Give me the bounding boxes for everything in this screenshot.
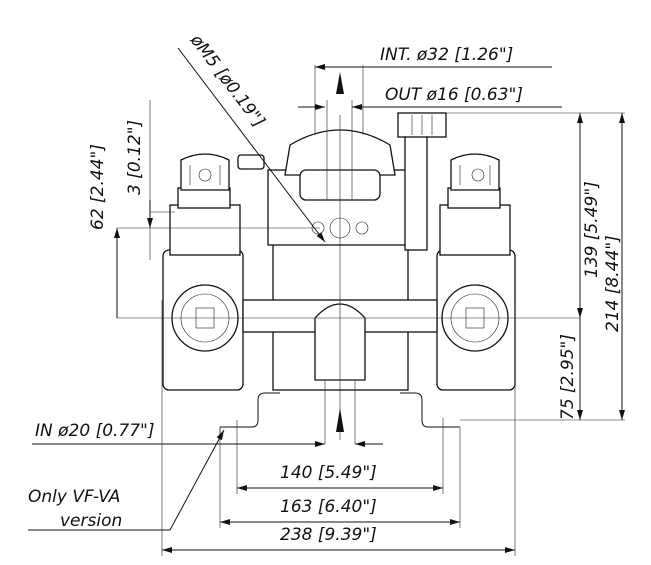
height-62-label: 62 [2.44"] bbox=[88, 144, 108, 230]
dim-140: 140 [5.49"] bbox=[236, 418, 444, 494]
height-214-label: 214 [8.44"] bbox=[603, 235, 623, 332]
dim-139: 139 [5.49"] bbox=[446, 112, 625, 318]
height-3-label: 3 [0.12"] bbox=[125, 120, 145, 195]
width-140-label: 140 [5.49"] bbox=[280, 463, 377, 483]
dim-3: 3 [0.12"] bbox=[125, 100, 175, 260]
right-knob bbox=[450, 153, 500, 191]
height-75-label: 75 [2.95"] bbox=[558, 334, 578, 420]
dim-75: 75 [2.95"] bbox=[460, 318, 625, 421]
dim-214: 214 [8.44"] bbox=[603, 113, 625, 420]
width-238-label: 238 [9.39"] bbox=[280, 525, 377, 545]
note-line-2: version bbox=[60, 511, 122, 531]
dim-238: 238 [9.39"] bbox=[161, 300, 516, 556]
in-dimension: IN ø20 [0.77"] bbox=[32, 380, 383, 447]
right-foot bbox=[400, 392, 460, 428]
thread-label: øM5 [ø0.19"] bbox=[185, 30, 268, 131]
right-valve-body bbox=[439, 204, 511, 256]
height-139-label: 139 [5.49"] bbox=[582, 181, 602, 278]
note-line-1: Only VF-VA bbox=[28, 487, 120, 507]
left-foot bbox=[220, 392, 280, 428]
dim-62: 62 [2.44"] bbox=[88, 144, 120, 318]
int-diameter-label: INT. ø32 [1.26"] bbox=[380, 45, 513, 65]
pump-body bbox=[162, 112, 516, 435]
version-note: Only VF-VA version bbox=[28, 429, 225, 531]
width-163-label: 163 [6.40"] bbox=[280, 497, 377, 517]
left-valve-body bbox=[169, 204, 241, 256]
outlet-pipe bbox=[404, 134, 428, 251]
in-diameter-label: IN ø20 [0.77"] bbox=[35, 421, 155, 441]
out-diameter-label: OUT ø16 [0.63"] bbox=[385, 85, 523, 105]
int-dimension: INT. ø32 [1.26"] bbox=[314, 45, 552, 135]
dim-163: 163 [6.40"] bbox=[219, 427, 461, 528]
left-knob bbox=[180, 153, 230, 191]
left-valve-collar bbox=[177, 187, 231, 209]
out-dimension: OUT ø16 [0.63"] bbox=[298, 85, 562, 200]
centerlines bbox=[117, 115, 580, 440]
